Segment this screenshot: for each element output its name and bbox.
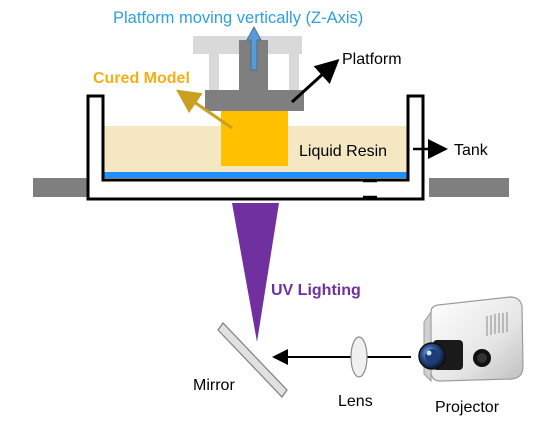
- liquid-resin-label: Liquid Resin: [299, 143, 387, 160]
- projector-icon: [418, 296, 524, 383]
- projector-label: Projector: [435, 399, 500, 416]
- cured-model-label: Cured Model: [93, 70, 190, 87]
- stand-left: [33, 178, 90, 197]
- z-axis-label: Platform moving vertically (Z-Axis): [113, 9, 363, 27]
- platform-label: Platform: [342, 51, 402, 68]
- z-axis-arrow-icon: [246, 25, 262, 71]
- resin-layer: [103, 172, 408, 178]
- mirror: [217, 322, 288, 398]
- frame-post-left: [209, 50, 219, 90]
- mirror-label: Mirror: [193, 377, 235, 394]
- uv-beam: [232, 203, 279, 342]
- uv-lighting-label: UV Lighting: [271, 282, 361, 299]
- cured-model: [221, 111, 288, 166]
- platform: [205, 90, 304, 111]
- tank: [86, 94, 425, 201]
- lens-label: Lens: [338, 393, 373, 410]
- frame-post-right: [289, 50, 299, 90]
- stand-right: [429, 178, 509, 197]
- cured-model-callout-arrow: [176, 89, 233, 130]
- platform-callout-arrow: [290, 58, 340, 104]
- tank-label: Tank: [454, 142, 489, 159]
- lens: [350, 336, 368, 378]
